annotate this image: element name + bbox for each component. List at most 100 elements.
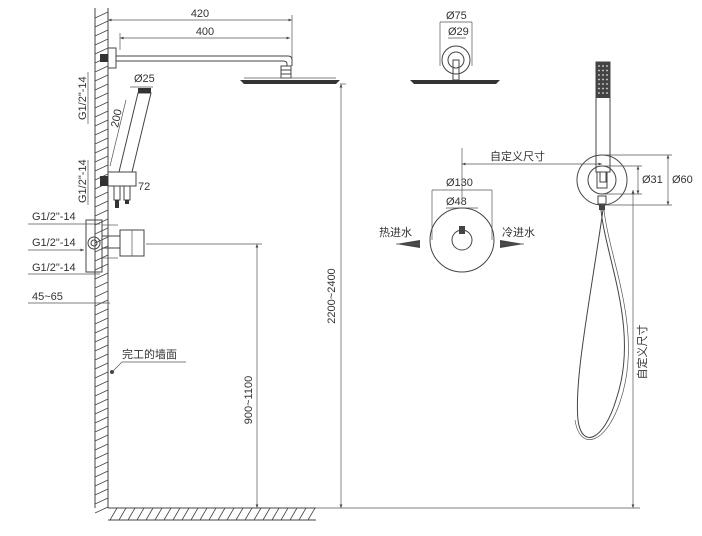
wall-hatch-line <box>94 371 109 379</box>
spray-nozzle <box>602 65 604 67</box>
thread-valve-mid: G1/2"-14 <box>32 237 76 249</box>
wall-hatch-line <box>94 353 109 361</box>
spray-nozzle <box>606 92 608 94</box>
wall-hatch-line <box>94 74 109 82</box>
wall-hatch-line <box>94 407 109 415</box>
floor-hatch-line <box>145 507 154 521</box>
wall-hatch-line <box>94 209 109 217</box>
dim-head-inner: Ø29 <box>448 26 469 38</box>
wall-hatch-line <box>94 83 109 91</box>
dim-arm-outer: 420 <box>191 8 209 20</box>
spray-nozzle <box>606 65 608 67</box>
dim-head-outer: Ø75 <box>446 10 467 22</box>
dim-holder-w: 72 <box>138 181 150 193</box>
spray-nozzle <box>602 92 604 94</box>
hand-holder: 72 <box>100 171 150 208</box>
wall-hatch-line <box>94 425 109 433</box>
floor-hatch-line <box>208 507 217 521</box>
wall-hatch-line <box>94 281 109 289</box>
wall <box>94 8 109 514</box>
floor <box>108 507 316 521</box>
floor-hatch-line <box>190 507 199 521</box>
floor-hatch-line <box>154 507 163 521</box>
wall-hatch-line <box>94 119 109 127</box>
wall-hatch-line <box>94 191 109 199</box>
floor-hatch-line <box>289 507 298 521</box>
wall-hatch-line <box>94 470 109 478</box>
wall-hatch-line <box>94 110 109 118</box>
wall-hatch-line <box>94 326 109 334</box>
dim-plate-outer: Ø130 <box>446 177 473 189</box>
dim-elbow-outer: Ø60 <box>672 174 693 186</box>
spray-nozzle <box>606 83 608 85</box>
thread-valve-bot: G1/2"-14 <box>32 262 76 274</box>
dim-depth: 45~65 <box>32 291 63 303</box>
spray-nozzle <box>606 69 608 72</box>
custom-dim-vertical: 自定义尺寸 <box>631 190 649 508</box>
spray-nozzle <box>602 69 604 72</box>
valve-plate-front: Ø130 Ø48 热进水 冷进水 <box>379 177 535 273</box>
floor-hatch-line <box>298 507 307 521</box>
wall-hatch-line <box>94 20 109 28</box>
handheld-front <box>574 61 629 440</box>
shower-head-side <box>240 77 340 84</box>
wall-hatch-line <box>94 29 109 37</box>
wall-hatch-line <box>94 200 109 208</box>
floor-hatch-line <box>172 507 181 521</box>
wall-hatch-line <box>94 452 109 460</box>
wall-hatch-line <box>94 164 109 172</box>
spray-nozzle <box>598 87 600 90</box>
wall-hatch-line <box>94 398 109 406</box>
thread-label-top: G1/2"-14 <box>77 76 89 120</box>
spray-nozzle <box>602 74 604 76</box>
wall-hatch-line <box>94 290 109 298</box>
floor-hatch-line <box>307 507 316 521</box>
wall-hatch-line <box>94 308 109 316</box>
wall-hatch-line <box>94 380 109 388</box>
floor-hatch-line <box>199 507 208 521</box>
wall-hatch-line <box>94 155 109 163</box>
label-custom-vertical: 自定义尺寸 <box>635 325 649 380</box>
label-wall-finish: 完工的墙面 <box>122 347 177 361</box>
spray-nozzle <box>598 65 600 67</box>
floor-hatch-line <box>136 507 145 521</box>
spray-nozzle <box>598 74 600 76</box>
floor-hatch-line <box>271 507 280 521</box>
wall-hatch-line <box>94 479 109 487</box>
wall-hatch-line <box>94 317 109 325</box>
floor-hatch-line <box>163 507 172 521</box>
thread-valve-top: G1/2"-14 <box>32 211 76 223</box>
wall-hatch-line <box>94 335 109 343</box>
floor-hatch-line <box>109 507 118 521</box>
valve-thread-labels: G1/2"-14 G1/2"-14 G1/2"-14 <box>28 211 100 275</box>
spray-nozzle <box>606 74 608 76</box>
custom-dim-horizontal: 自定义尺寸 <box>461 148 602 200</box>
dim-handheld-len: 200 <box>109 108 125 128</box>
wall-hatch-line <box>94 344 109 352</box>
wall-hatch-line <box>94 488 109 496</box>
shower-arm <box>100 47 293 79</box>
wall-hatch-line <box>94 434 109 442</box>
floor-hatch-line <box>118 507 127 521</box>
wall-hatch-line <box>94 443 109 451</box>
wall-hatch-line <box>94 497 109 505</box>
wall-hatch-line <box>94 146 109 154</box>
wall-hatch-line <box>94 65 109 73</box>
floor-hatch-line <box>253 507 262 521</box>
floor-hatch-line <box>280 507 289 521</box>
spray-nozzle <box>602 87 604 90</box>
floor-hatch-line <box>127 507 136 521</box>
dim-handheld-dia: Ø25 <box>134 73 155 85</box>
floor-hatch-line <box>262 507 271 521</box>
handheld-shower-side: Ø25 200 <box>109 73 155 173</box>
spray-nozzle <box>598 78 600 81</box>
spray-nozzle <box>602 78 604 81</box>
wall-hatch-line <box>94 362 109 370</box>
spray-nozzle <box>606 78 608 81</box>
dim-plate-inner: Ø48 <box>446 196 467 208</box>
wall-hatch-line <box>94 416 109 424</box>
wall-hatch-line <box>94 128 109 136</box>
arm-dimensions: 420 400 <box>108 8 293 62</box>
dim-valve-height: 900~1100 <box>243 376 255 424</box>
